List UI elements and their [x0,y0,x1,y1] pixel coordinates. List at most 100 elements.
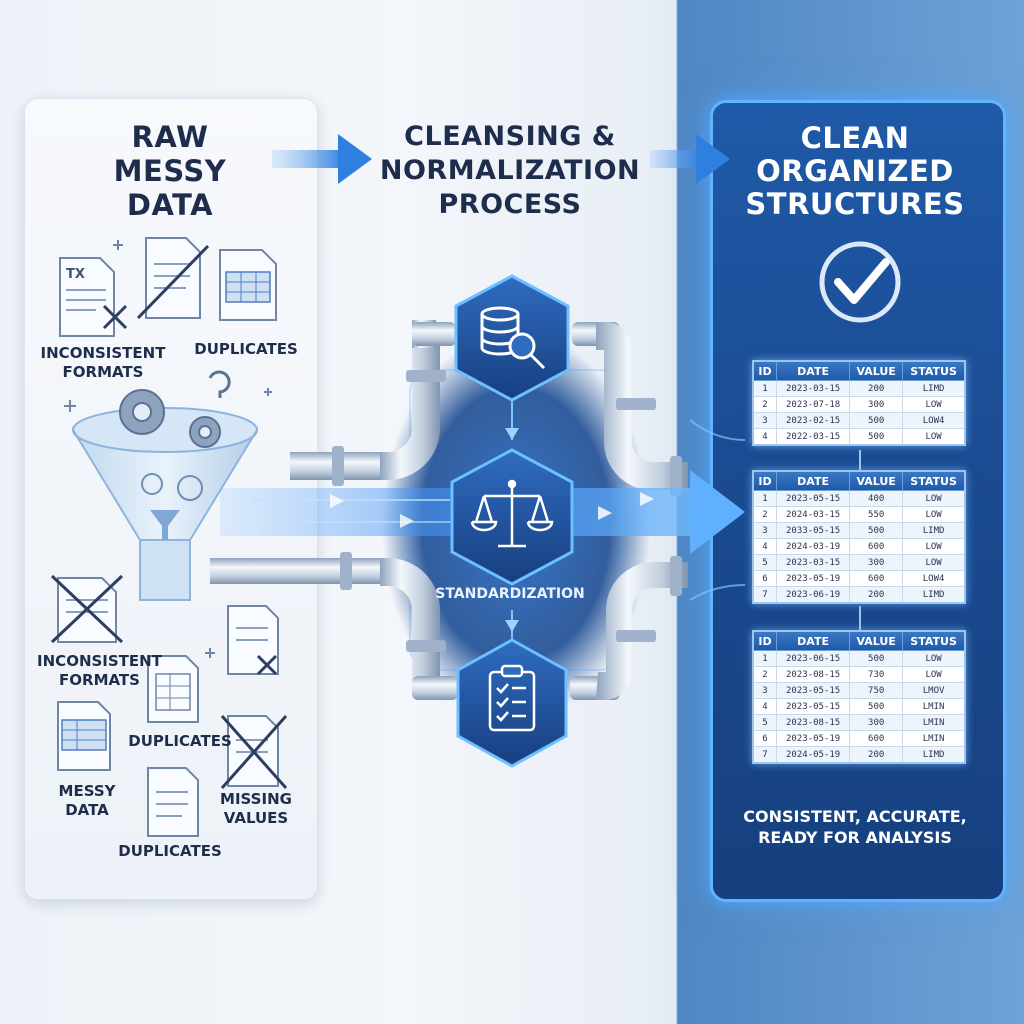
column-header: STATUS [902,630,966,651]
heading-line: STRUCTURES [745,187,965,221]
table-cell: 200 [849,586,904,604]
check-circle-icon [819,241,901,323]
column-header: VALUE [849,360,904,381]
heading-line: DATA [126,188,214,222]
table-cell: LOW [902,554,966,571]
table-cell: 200 [849,746,904,764]
table-cell: 4 [752,538,777,555]
table-cell: LIMD [902,380,966,397]
table-cell: 2024-03-15 [775,506,851,523]
heading-line: NORMALIZATION [379,155,641,186]
column-header: DATE [775,360,851,381]
column-header: VALUE [849,630,904,651]
table-cell: 6 [752,730,777,747]
database-search-icon [480,306,546,370]
table-cell: LMIN [902,698,966,715]
label-line: MESSY [58,782,116,800]
heading-line: PROCESS [438,189,582,220]
table-cell: 2023-08-15 [775,714,851,731]
doc-tag-label: TX [66,267,85,282]
sparkle-marks [64,240,272,658]
table-cell: 2023-05-15 [775,490,851,507]
table-cell: 2023-03-15 [775,554,851,571]
top-flow-arrow-left [272,134,372,184]
table-cell: 2023-05-19 [775,570,851,587]
table-cell: LOW [902,396,966,413]
gear-icon [119,389,221,448]
question-mark-icon [208,370,231,398]
table-cell: 2022-03-15 [775,428,851,446]
document-icon-bottom [147,767,199,837]
table-cell: LIMD [902,746,966,764]
standardization-step [450,448,574,586]
label-line: INCONSISTENT [37,652,162,670]
table-cell: 750 [849,682,904,699]
table-cell: 600 [849,538,904,555]
spreadsheet-icon [219,249,277,321]
clean-organized-structures-heading: CLEAN ORGANIZED STRUCTURES [720,122,990,221]
label-duplicates: DUPLICATES [118,842,222,860]
step-connector-arrow [505,428,519,440]
column-header: STATUS [902,360,966,381]
table-cell: 5 [752,554,777,571]
top-flow-arrow-right [650,134,730,184]
document-icon-tx: TX [59,257,128,337]
table-cell: 2023-05-15 [775,682,851,699]
table-cell: 2 [752,396,777,413]
table-cell: 600 [849,570,904,587]
table-cell: 300 [849,396,904,413]
standardization-label: STANDARDIZATION [435,586,585,602]
table-cell: LMIN [902,714,966,731]
table-cell: LOW [902,490,966,507]
document-icon-crossed-lower [50,574,124,644]
label-line: MISSING [220,790,292,808]
table-cell: 2023-02-15 [775,412,851,429]
label-line: VALUES [223,809,289,827]
table-cell: 1 [752,490,777,507]
table-cell: LIMD [902,586,966,604]
label-duplicates: DUPLICATES [194,340,298,358]
column-header: ID [752,470,777,491]
table-cell: 3 [752,522,777,539]
heading-line: MESSY [113,154,227,188]
table-cell: 2 [752,506,777,523]
column-header: STATUS [902,470,966,491]
label-inconsistent-formats: INCONSISTENT FORMATS [38,344,168,382]
label-line: FORMATS [59,671,140,689]
table-cell: 400 [849,490,904,507]
pipe-network [210,320,688,700]
table-cell: 2023-05-19 [775,730,851,747]
heading-line: CLEAN [800,121,910,155]
table-cell: 3 [752,412,777,429]
document-icon-x [227,605,279,676]
table-cell: 500 [849,522,904,539]
table-cell: 730 [849,666,904,683]
table-cell: 2 [752,666,777,683]
table-cell: 2023-05-15 [775,698,851,715]
table-cell: 200 [849,380,904,397]
caption-line: CONSISTENT, ACCURATE, [743,807,967,826]
table-cell: 7 [752,746,777,764]
table-cell: 6 [752,570,777,587]
gear-icon [141,473,203,501]
table-cell: 500 [849,428,904,446]
table-cell: 600 [849,730,904,747]
table-cell: 2023-08-15 [775,666,851,683]
column-header: ID [752,630,777,651]
